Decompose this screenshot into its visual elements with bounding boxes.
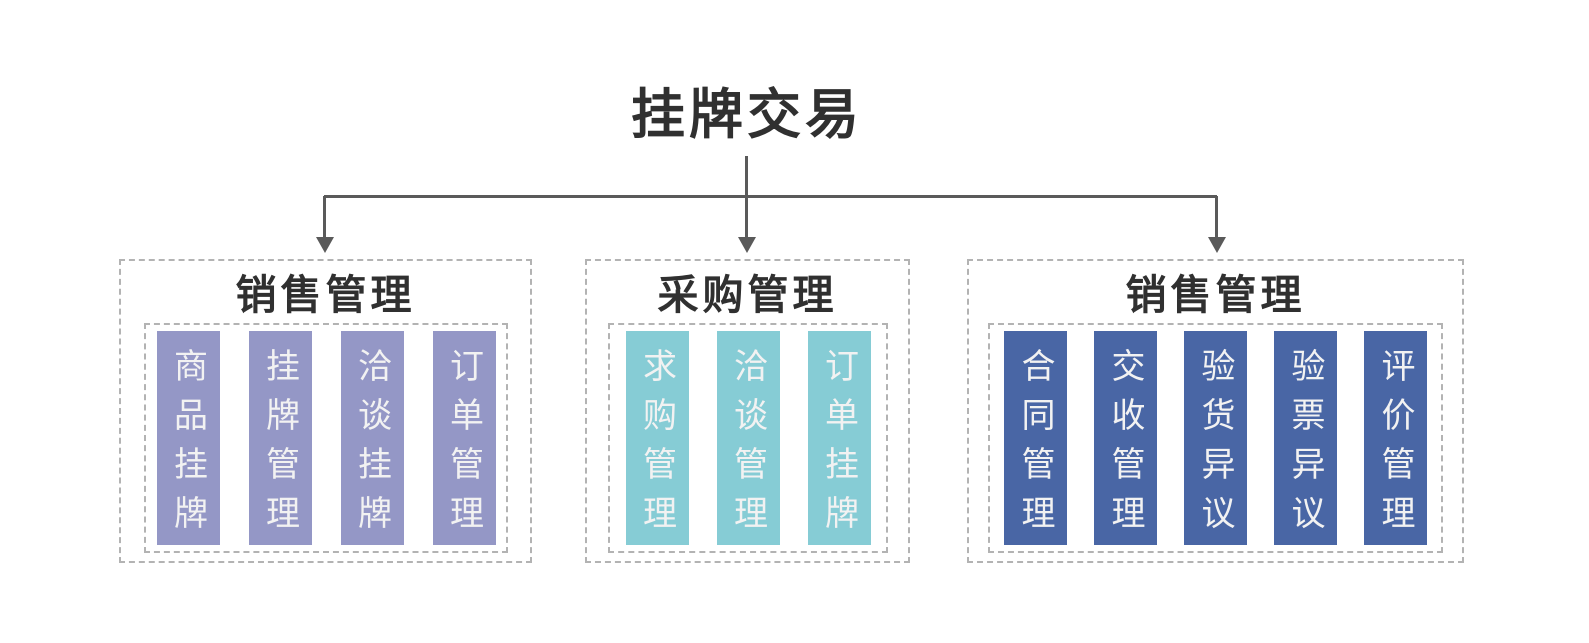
pillar: 评价管理 — [1364, 331, 1427, 545]
pillar-label: 商品挂牌 — [168, 347, 207, 544]
group-inner: 商品挂牌 挂牌管理 洽谈挂牌 订单管理 — [144, 323, 508, 553]
group-box-sales-listing: 销售管理 商品挂牌 挂牌管理 洽谈挂牌 订单管理 — [119, 259, 532, 563]
connector-drop-right — [1215, 196, 1218, 238]
pillar-label: 订单挂牌 — [819, 347, 858, 544]
page-title: 挂牌交易 — [631, 85, 863, 145]
pillar: 挂牌管理 — [248, 331, 312, 545]
connector-horizontal-line — [324, 195, 1217, 198]
pillar-label: 洽谈挂牌 — [352, 347, 391, 544]
arrow-down-icon — [316, 237, 334, 253]
group-title: 销售管理 — [235, 272, 416, 318]
pillar-label: 洽谈管理 — [728, 347, 767, 544]
pillar: 求购管理 — [625, 331, 689, 545]
pillar-label: 订单管理 — [444, 347, 483, 544]
pillar-label: 挂牌管理 — [260, 347, 299, 544]
pillar: 商品挂牌 — [156, 331, 220, 545]
pillar-label: 求购管理 — [637, 347, 676, 544]
pillar-label: 评价管理 — [1376, 347, 1414, 544]
pillar-label: 合同管理 — [1016, 347, 1054, 544]
connector-drop-left — [323, 196, 326, 238]
pillar-label: 验货异议 — [1196, 347, 1234, 544]
pillar: 验票异议 — [1274, 331, 1337, 545]
arrow-down-icon — [1208, 237, 1226, 253]
pillar: 合同管理 — [1004, 331, 1067, 545]
pillar: 交收管理 — [1094, 331, 1157, 545]
pillar: 订单管理 — [432, 331, 496, 545]
group-inner: 合同管理 交收管理 验货异议 验票异议 评价管理 — [988, 323, 1443, 553]
pillar-label: 验票异议 — [1286, 347, 1324, 544]
pillar: 订单挂牌 — [807, 331, 871, 545]
pillar: 洽谈管理 — [716, 331, 780, 545]
arrow-down-icon — [738, 237, 756, 253]
group-box-sales-fulfillment: 销售管理 合同管理 交收管理 验货异议 验票异议 评价管理 — [967, 259, 1464, 563]
group-title: 销售管理 — [1125, 272, 1306, 318]
pillar: 洽谈挂牌 — [340, 331, 404, 545]
group-box-procurement: 采购管理 求购管理 洽谈管理 订单挂牌 — [585, 259, 910, 563]
group-inner: 求购管理 洽谈管理 订单挂牌 — [608, 323, 888, 553]
group-title: 采购管理 — [657, 272, 838, 318]
pillar: 验货异议 — [1184, 331, 1247, 545]
pillar-label: 交收管理 — [1106, 347, 1144, 544]
